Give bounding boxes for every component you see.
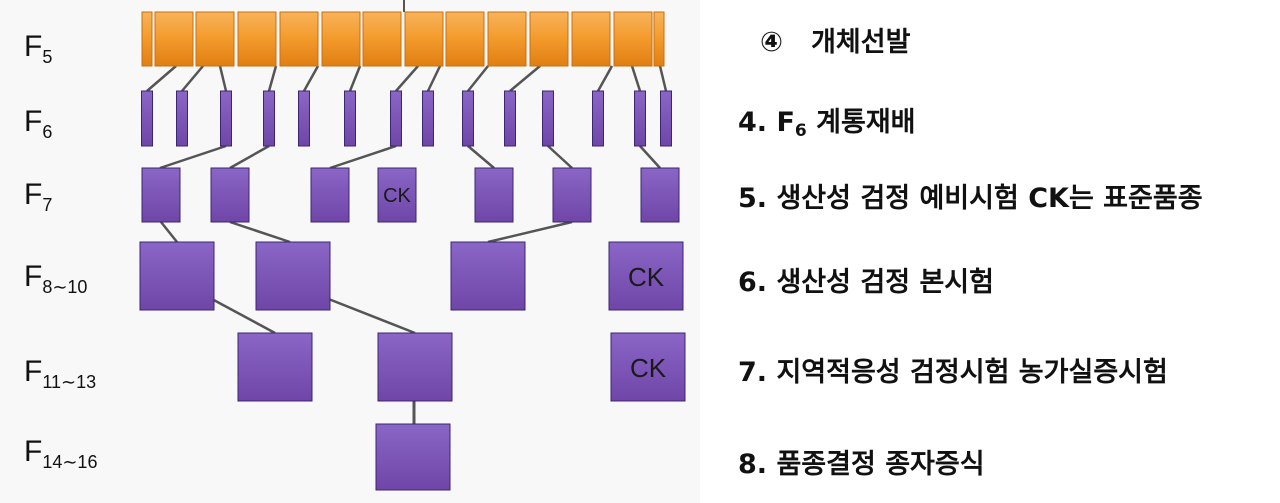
f8-trial-plot <box>139 241 215 311</box>
connector-f5-f6 <box>467 65 489 92</box>
f8-trial-plot <box>450 241 526 311</box>
connector-f6-f7 <box>639 145 661 169</box>
gen-label-f5: F5 <box>24 30 53 67</box>
f7-line-plot <box>474 167 514 223</box>
f5-plant-segment <box>279 11 319 67</box>
f11-regional-plot <box>237 332 313 402</box>
connector-f8-f11 <box>209 296 276 335</box>
step-7-regional-adaptation-trial: 7. 지역적응성 검정시험 농가실증시험 <box>738 357 1168 388</box>
f7-check-plot <box>377 167 417 223</box>
f11-ck-label: CK <box>630 353 667 383</box>
connector-f6-f7 <box>467 145 495 169</box>
f5-plant-segment <box>154 11 194 67</box>
f7-line-plot <box>640 167 680 223</box>
connector-f7-f8 <box>160 221 178 243</box>
f5-plant-segment <box>404 11 444 67</box>
gen-label-f8-10: F8∼10 <box>24 260 88 297</box>
connector-f6-f7 <box>329 144 397 170</box>
f6-line-bar <box>390 90 402 147</box>
connector-f5-f6 <box>395 65 419 92</box>
f5-plant-segment <box>487 11 527 67</box>
f8-trial-plot <box>255 241 331 311</box>
connector-f8-f11 <box>325 296 416 335</box>
f5-plant-segment <box>613 11 653 67</box>
f6-line-bar <box>422 90 434 147</box>
connector-f6-f7 <box>547 145 573 169</box>
f5-plant-segment <box>237 11 277 67</box>
f6-line-bar <box>298 90 310 147</box>
breeding-diagram-panel: CK CK CK F5 F6 F7 F8∼10 F11∼13 F14∼16 <box>24 0 686 491</box>
f7-ck-label: CK <box>383 185 411 207</box>
f6-line-bar <box>344 90 356 147</box>
f5-plant-segment <box>529 11 569 67</box>
f7-line-plot <box>141 167 181 223</box>
f8-check-plot <box>608 241 684 311</box>
connector-f5-f6 <box>426 65 442 92</box>
connector-f7-f8 <box>229 220 291 244</box>
f5-plant-segment <box>445 11 485 67</box>
connector-f5-f6 <box>348 65 362 92</box>
f6-line-bar <box>176 90 188 147</box>
connector-f5-f6 <box>302 65 320 92</box>
f14-final-plot <box>375 423 451 491</box>
connector-f6-f7 <box>159 144 227 170</box>
gen-label-f11-13: F11∼13 <box>24 355 97 392</box>
f6-line-bar <box>592 90 604 147</box>
f11-check-plot <box>610 332 686 402</box>
gen-label-f14-16: F14∼16 <box>24 435 98 472</box>
connector-f5-f6 <box>181 65 204 92</box>
f5-plant-segment <box>141 11 153 67</box>
pedigree-diagram: CK CK CK <box>139 0 686 491</box>
f5-plant-segment <box>653 11 665 67</box>
step-8-variety-decision: 8. 품종결정 종자증식 <box>738 449 985 480</box>
connector-f5-f6 <box>146 65 177 92</box>
step-4-line-cultivation: 4. F6 계통재배 <box>738 107 916 141</box>
step-5-preliminary-yield-trial: 5. 생산성 검정 예비시험 CK는 표준품종 <box>738 183 1203 214</box>
gen-label-f7: F7 <box>24 178 53 215</box>
connector-f5-f6 <box>267 65 278 92</box>
f6-line-bar <box>504 90 516 147</box>
f6-line-bar <box>462 90 474 147</box>
gen-label-f6: F6 <box>24 105 53 142</box>
f6-line-bar <box>141 90 153 147</box>
connector-f7-f8 <box>487 220 573 244</box>
step-6-main-yield-trial: 6. 생산성 검정 본시험 <box>738 267 994 298</box>
f5-plant-segment <box>321 11 361 67</box>
f6-line-bar <box>263 90 275 147</box>
f7-line-plot <box>552 167 592 223</box>
step-individual-selection: ④ 개체선발 <box>760 27 911 58</box>
f8-ck-label: CK <box>628 262 665 292</box>
f7-line-plot <box>210 167 250 223</box>
f7-line-plot <box>310 167 350 223</box>
f6-line-bar <box>634 90 646 147</box>
connector-f5-f6 <box>596 65 614 92</box>
connector-f5-f6 <box>509 65 541 92</box>
f5-plant-segment <box>362 11 402 67</box>
connector-f5-f6 <box>658 65 668 92</box>
f6-line-bar <box>220 90 232 147</box>
connector-f5-f6 <box>630 65 642 92</box>
connector-f5-f6 <box>218 65 228 92</box>
f5-plant-segment <box>195 11 235 67</box>
f11-regional-plot <box>377 332 453 402</box>
f6-line-bar <box>660 90 672 147</box>
connector-f6-f7 <box>229 144 270 170</box>
f6-line-bar <box>542 90 554 147</box>
f5-plant-segment <box>571 11 611 67</box>
